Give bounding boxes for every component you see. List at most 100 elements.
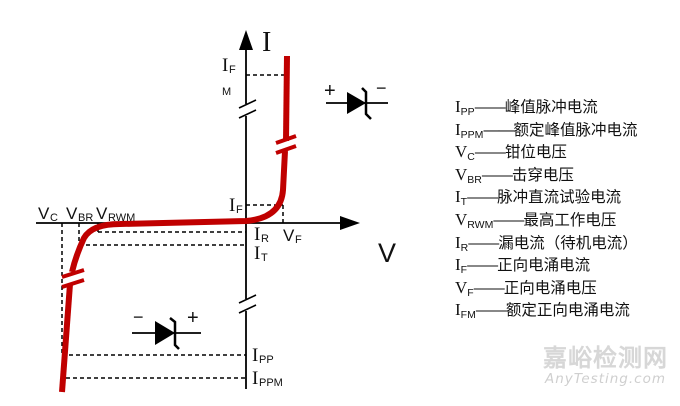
legend-dash: —— — [467, 257, 498, 275]
legend-symbol-main: V — [455, 277, 468, 297]
legend-item: IT——脉冲直流试验电流 — [455, 186, 680, 209]
legend-symbol-sub: PP — [460, 106, 475, 118]
legend-item: VBR——击穿电压 — [455, 164, 680, 187]
forward-curve-lower — [69, 150, 288, 273]
vrwm-label-main: V — [96, 204, 108, 223]
legend-description: 脉冲直流试验电流 — [497, 188, 622, 207]
vrwm-label-sub: RWM — [108, 212, 135, 224]
it-label-sub: T — [261, 252, 268, 264]
legend-item: IR——漏电流（待机电流） — [455, 232, 680, 255]
legend-description: 正向电涌电流 — [497, 256, 591, 275]
vrwm-label: V RWM — [96, 204, 135, 224]
legend-symbol-main: V — [455, 164, 468, 184]
legend-symbol-sub: BR — [467, 173, 482, 186]
legend-dash: —— — [475, 302, 507, 320]
curve-break-marks — [61, 134, 297, 289]
tvs-diode-forward-icon: + − — [324, 78, 388, 120]
legend-symbol-sub: FM — [460, 309, 476, 322]
ippm-label-sub: PPM — [259, 377, 283, 389]
legend-description: 峰值脉冲电流 — [504, 98, 598, 116]
legend-symbol-main: I — [455, 119, 461, 139]
legend-description: 击穿电压 — [511, 165, 574, 184]
y-axis-arrow-icon — [239, 30, 253, 50]
legend-dash: —— — [467, 189, 498, 207]
it-label-main: I — [254, 243, 260, 264]
reverse-curve-lower — [59, 283, 73, 393]
legend-description: 正向电涌电压 — [503, 278, 597, 297]
legend-symbol-main: V — [455, 142, 468, 162]
forward-break-mark — [275, 144, 297, 155]
legend-dash: —— — [473, 279, 505, 297]
y-axis-break-mark — [238, 294, 257, 304]
ir-label-sub: R — [261, 233, 269, 245]
legend-symbol-sub: C — [467, 151, 475, 164]
it-label: I T — [254, 243, 268, 264]
legend-symbol-sub: RWM — [467, 218, 494, 231]
legend-description: 漏电流（待机电流） — [498, 233, 638, 252]
ippm-label: I PPM — [252, 368, 283, 389]
legend-symbol-main: I — [455, 300, 461, 320]
ippm-label-main: I — [252, 368, 258, 389]
legend-symbol-sub: T — [460, 196, 468, 209]
watermark: 嘉峪检测网 AnyTesting.com — [543, 345, 668, 387]
legend-description: 钳位电压 — [504, 143, 567, 162]
axes — [36, 30, 360, 389]
forward-plus-sign: + — [324, 80, 336, 102]
legend-item: VC——钳位电压 — [455, 141, 680, 164]
legend-item: IPPM——额定峰值脉冲电流 — [455, 119, 680, 142]
legend-symbol-sub: R — [460, 241, 469, 254]
if-label: I F — [229, 195, 243, 216]
symbol-legend: IPP——峰值脉冲电流 IPPM——额定峰值脉冲电流 VC——钳位电压 VBR—… — [455, 96, 680, 322]
ipp-label-main: I — [252, 345, 258, 366]
legend-symbol-sub: F — [460, 264, 468, 277]
vc-label-main: V — [38, 204, 50, 223]
vc-label-sub: C — [50, 212, 58, 224]
legend-item: IF——正向电涌电流 — [455, 254, 680, 277]
legend-symbol-main: I — [455, 255, 461, 275]
reverse-break-mark — [61, 278, 85, 289]
legend-description: 额定正向电涌电流 — [505, 301, 630, 320]
vf-label-sub: F — [295, 234, 302, 246]
vc-label: V C — [38, 204, 58, 224]
legend-item: VF——正向电涌电压 — [455, 277, 680, 300]
legend-dash: —— — [493, 211, 524, 229]
reverse-minus-sign: − — [133, 307, 144, 327]
ifm-label-sub2: M — [222, 86, 231, 98]
legend-symbol-main: I — [455, 97, 461, 116]
legend-description: 最高工作电压 — [523, 210, 617, 229]
iv-curve — [59, 55, 290, 393]
vf-label: V F — [283, 226, 302, 246]
legend-item: IPP——峰值脉冲电流 — [455, 96, 680, 119]
tvs-diode-reverse-icon: − + — [132, 307, 201, 350]
legend-dash: —— — [474, 144, 506, 162]
ifm-label: I F M — [222, 55, 236, 98]
y-axis-break-mark — [238, 109, 257, 119]
ir-label-main: I — [254, 224, 260, 245]
x-axis-title: V — [378, 238, 396, 268]
y-axis-break-mark — [238, 99, 257, 109]
watermark-english: AnyTesting.com — [545, 371, 666, 387]
legend-dash: —— — [483, 121, 514, 139]
if-label-main: I — [229, 195, 235, 216]
legend-dash: —— — [481, 166, 513, 184]
legend-symbol-sub: F — [467, 286, 474, 299]
reverse-break-mark — [61, 268, 85, 279]
ifm-label-main: I — [222, 55, 228, 76]
ir-label: I R — [254, 224, 269, 245]
y-axis-break-mark — [238, 304, 257, 314]
vf-label-main: V — [283, 226, 295, 245]
legend-symbol-main: I — [455, 187, 461, 207]
ipp-label: I PP — [252, 345, 274, 366]
legend-dash: —— — [474, 99, 506, 116]
legend-item: IFM——额定正向电涌电流 — [455, 299, 680, 322]
forward-minus-sign: − — [376, 78, 387, 98]
reverse-plus-sign: + — [187, 307, 199, 329]
legend-dash: —— — [468, 234, 499, 252]
legend-symbol-main: I — [455, 232, 461, 252]
vbr-label: V BR — [66, 204, 93, 224]
forward-curve-upper — [283, 55, 290, 142]
x-axis-arrow-icon — [340, 216, 360, 230]
legend-symbol-main: V — [455, 209, 468, 229]
ipp-label-sub: PP — [259, 354, 274, 366]
